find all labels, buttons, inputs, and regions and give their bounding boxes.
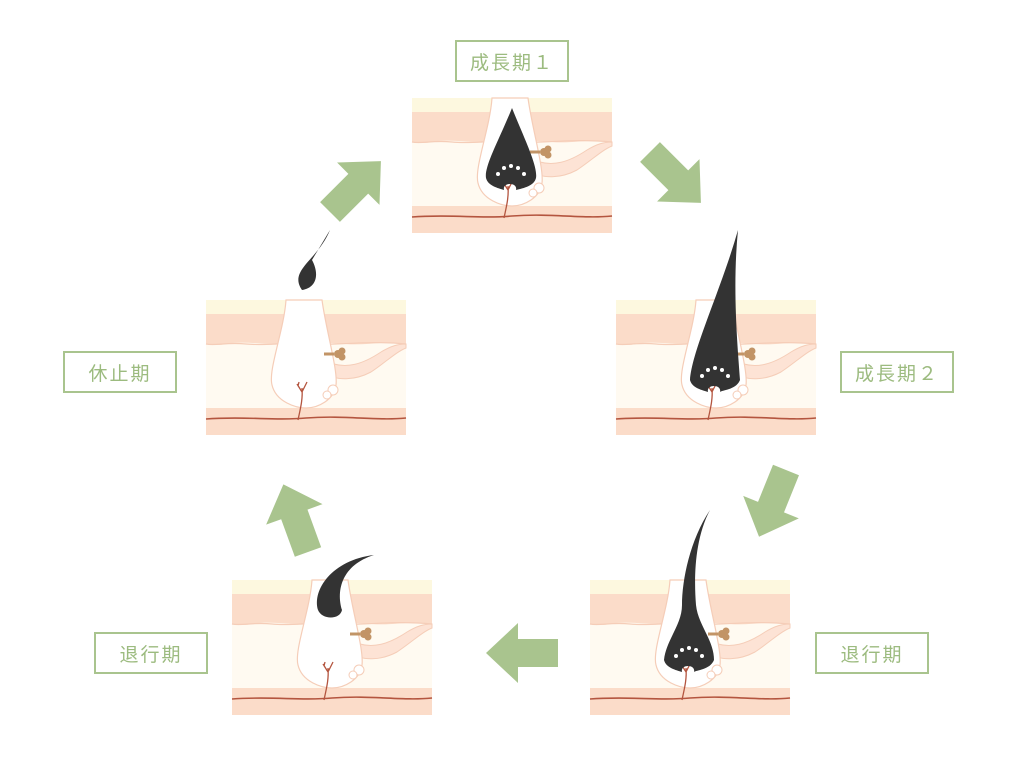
label-telogen: 休止期 bbox=[63, 351, 177, 393]
panel-anagen-2 bbox=[614, 230, 818, 437]
label-anagen-2: 成長期２ bbox=[840, 351, 954, 393]
arrow-left bbox=[486, 623, 558, 683]
panel-telogen bbox=[204, 230, 408, 437]
label-catagen-right: 退行期 bbox=[815, 632, 929, 674]
hair-shed bbox=[298, 230, 330, 290]
panel-catagen-right bbox=[588, 510, 792, 717]
arrow-up-right bbox=[308, 139, 403, 234]
label-catagen-left: 退行期 bbox=[94, 632, 208, 674]
label-anagen-1: 成長期１ bbox=[455, 40, 569, 82]
panel-anagen-1 bbox=[410, 96, 614, 235]
arrow-down bbox=[731, 458, 814, 548]
arrow-down-right bbox=[628, 130, 723, 225]
hair-club bbox=[316, 555, 374, 618]
panel-catagen-left bbox=[230, 555, 434, 717]
arrow-up bbox=[255, 474, 337, 563]
hair-long bbox=[690, 230, 740, 392]
hair-wavy bbox=[664, 510, 714, 672]
